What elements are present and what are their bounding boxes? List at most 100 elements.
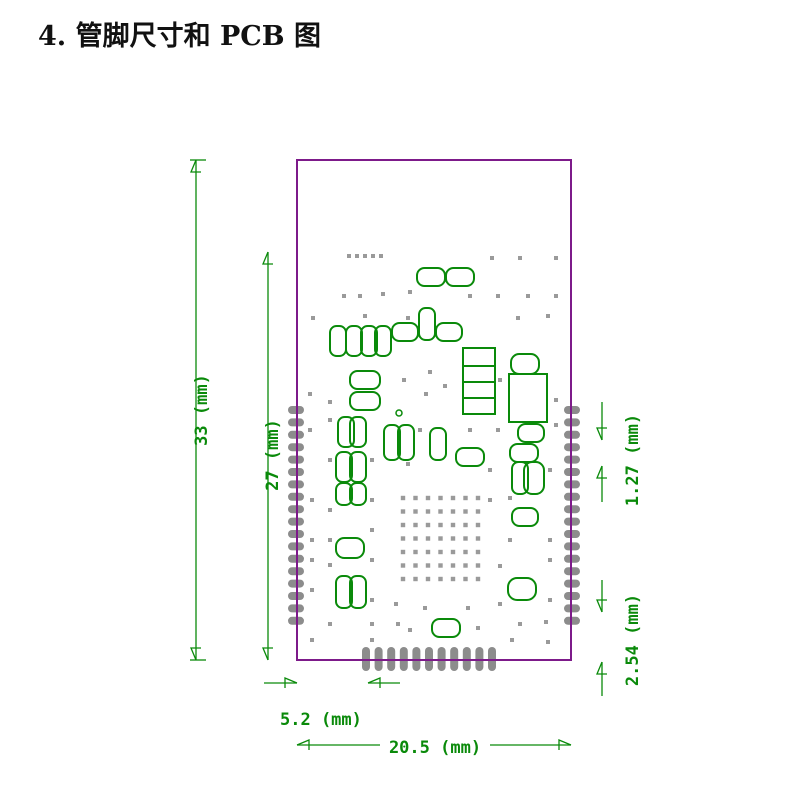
- via-dot: [475, 495, 481, 501]
- via-dot: [328, 400, 332, 404]
- via-dot: [463, 509, 468, 514]
- via-dot: [468, 294, 472, 298]
- via-dot: [400, 509, 406, 514]
- via-dot: [413, 522, 418, 528]
- via-dot: [438, 576, 443, 582]
- via-dot: [355, 254, 359, 258]
- via-dot: [370, 622, 374, 626]
- dimension-lines: [190, 159, 607, 750]
- via-dot: [342, 294, 346, 298]
- via-dot: [425, 509, 431, 514]
- via-dot: [328, 458, 332, 462]
- via-dot: [463, 576, 468, 582]
- via-dot: [423, 606, 427, 610]
- via-dot: [508, 496, 512, 500]
- component-footprint: [337, 416, 355, 448]
- via-dot: [370, 528, 374, 532]
- via-dot: [328, 563, 332, 567]
- component-footprint: [335, 537, 365, 559]
- dim-width-total: 20.5 (mm): [389, 738, 481, 758]
- via-dot: [408, 628, 412, 632]
- component-footprint: [349, 391, 381, 411]
- component-footprint: [507, 577, 537, 601]
- via-dot: [450, 576, 456, 582]
- via-dot: [413, 549, 418, 555]
- dim-height-inner: 27 (mm): [263, 419, 283, 491]
- arrowhead: [596, 465, 607, 479]
- via-dot: [308, 392, 312, 396]
- component-footprint: [511, 507, 539, 527]
- dim-pitch-side: 1.27 (mm): [623, 414, 643, 506]
- via-dot: [370, 638, 374, 642]
- via-dot: [310, 558, 314, 562]
- arrowhead: [367, 677, 381, 688]
- dim-pitch-bottom: 2.54 (mm): [623, 594, 643, 686]
- via-dot: [548, 468, 552, 472]
- via-dot: [518, 622, 522, 626]
- via-dot: [379, 254, 383, 258]
- via-dot: [310, 538, 314, 542]
- arrowhead: [596, 661, 607, 675]
- via-dot: [370, 558, 374, 562]
- via-dot: [496, 294, 500, 298]
- via-dot: [498, 378, 502, 382]
- via-dot: [370, 498, 374, 502]
- component-footprint: [418, 307, 436, 341]
- via-dot: [443, 384, 447, 388]
- via-dot: [424, 392, 428, 396]
- via-dot: [488, 468, 492, 472]
- component-footprint: [462, 397, 496, 415]
- component-footprint: [517, 423, 545, 443]
- via-dot: [475, 576, 481, 582]
- via-dot: [450, 563, 456, 568]
- via-dot: [413, 536, 418, 541]
- component-footprint: [349, 482, 367, 506]
- via-dot: [406, 462, 410, 466]
- via-dot: [475, 522, 481, 528]
- via-dot: [347, 254, 351, 258]
- via-dot: [463, 495, 468, 501]
- via-dot: [438, 536, 443, 541]
- component-footprint: [374, 325, 392, 357]
- via-dot: [328, 418, 332, 422]
- arrowhead: [284, 677, 298, 688]
- via-dot: [371, 254, 375, 258]
- via-dot: [450, 509, 456, 514]
- via-dot: [308, 428, 312, 432]
- component-footprint: [431, 618, 461, 638]
- via-dot: [516, 316, 520, 320]
- via-dot: [400, 495, 406, 501]
- arrowhead: [596, 427, 607, 441]
- fiducial-ring: [395, 409, 403, 417]
- component-footprint: [511, 461, 529, 495]
- via-dot: [400, 522, 406, 528]
- arrowhead: [596, 599, 607, 613]
- component-footprint: [523, 461, 545, 495]
- via-dot: [496, 428, 500, 432]
- via-dot: [396, 622, 400, 626]
- via-dot: [425, 495, 431, 501]
- via-dot: [328, 508, 332, 512]
- via-dot: [508, 538, 512, 542]
- component-footprint: [391, 322, 419, 342]
- via-dot: [425, 522, 431, 528]
- via-dot: [554, 294, 558, 298]
- via-dot: [425, 563, 431, 568]
- via-dot: [518, 256, 522, 260]
- component-footprint: [349, 416, 367, 448]
- via-dot: [526, 294, 530, 298]
- via-dot: [310, 588, 314, 592]
- via-dot: [475, 509, 481, 514]
- via-dot: [548, 598, 552, 602]
- via-dot: [370, 458, 374, 462]
- component-footprint: [349, 575, 367, 609]
- via-dot: [358, 294, 362, 298]
- via-dot: [438, 522, 443, 528]
- via-holes: [308, 254, 558, 644]
- via-dot: [428, 370, 432, 374]
- component-footprint: [329, 325, 347, 357]
- via-dot: [413, 509, 418, 514]
- via-dot: [554, 423, 558, 427]
- via-dot: [463, 549, 468, 555]
